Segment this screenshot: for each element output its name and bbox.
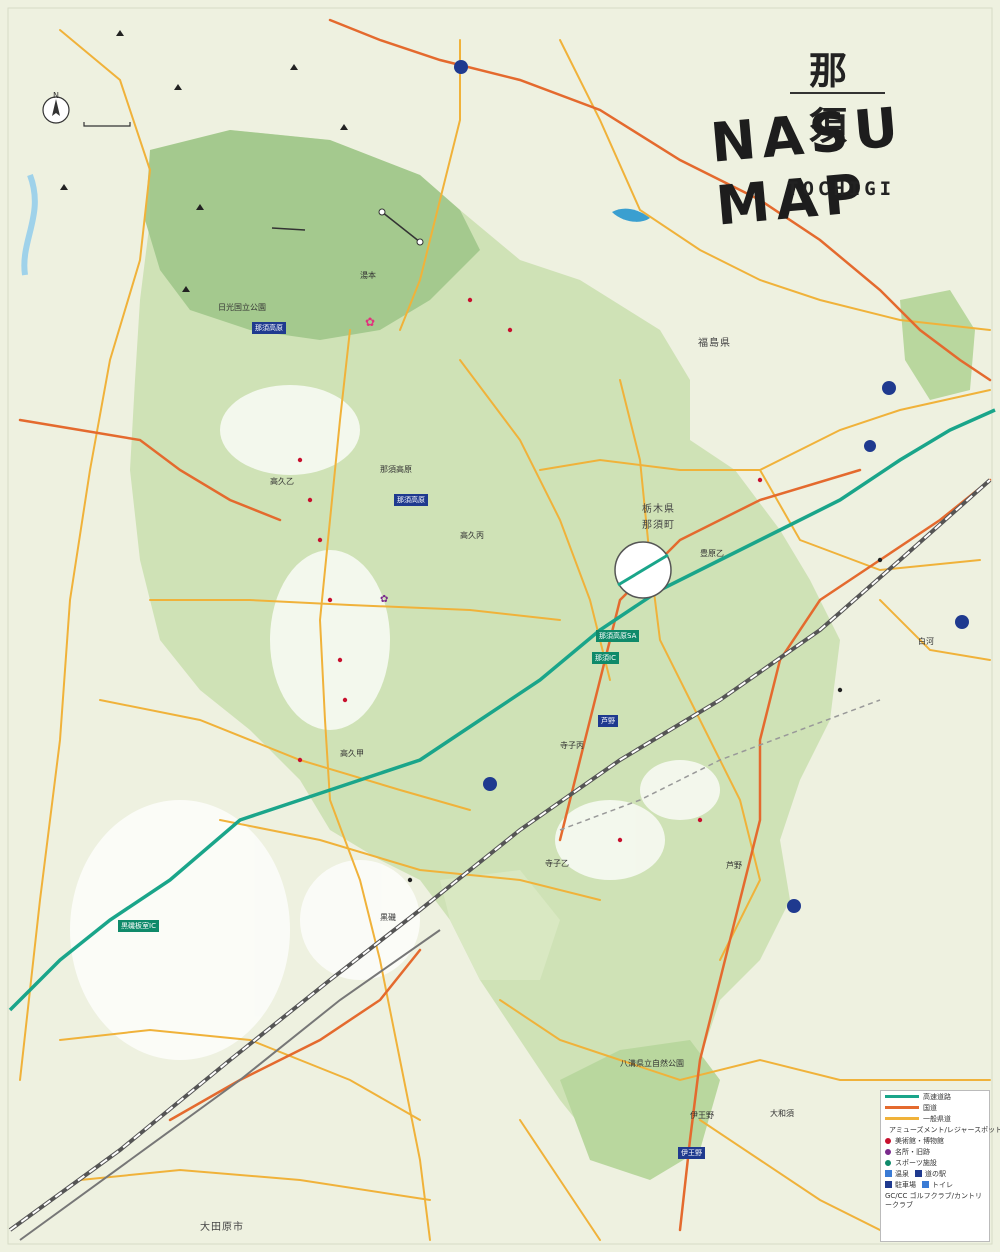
legend-label: 国道 bbox=[923, 1103, 937, 1112]
place-label: 福島県 bbox=[698, 338, 731, 349]
title-japanese: 那 須 bbox=[808, 49, 861, 148]
place-label: 栃木県 bbox=[642, 504, 675, 515]
map-legend: 高速道路 国道 一般県道 アミューズメント/レジャースポット 美術館・博物館 名… bbox=[880, 1090, 1000, 1242]
station-badge: 那須高原 bbox=[394, 494, 428, 506]
legend-landmark-dot bbox=[885, 1148, 891, 1155]
compass-letter: N bbox=[53, 91, 59, 100]
onsen-marker-2: ✿ bbox=[380, 594, 388, 605]
place-label: 伊王野 bbox=[690, 1111, 714, 1120]
sa-detail-road bbox=[617, 553, 669, 587]
legend-roadside-station-icon bbox=[915, 1170, 922, 1177]
place-label: 芦野 bbox=[726, 861, 742, 870]
legend-label: 美術館・博物館 bbox=[895, 1136, 944, 1145]
legend-toilet-icon bbox=[922, 1181, 929, 1188]
place-label: 黒磯 bbox=[380, 913, 396, 922]
tohoku-expressway bbox=[8, 408, 996, 1012]
title-underline bbox=[790, 92, 885, 94]
map-border bbox=[7, 7, 993, 1245]
legend-museum-dot bbox=[885, 1137, 891, 1144]
legend-onsen-icon bbox=[885, 1170, 892, 1177]
legend-row: 駐車場 トイレ bbox=[881, 1179, 989, 1190]
national-roads bbox=[18, 18, 992, 1232]
legend-row: スポーツ施設 bbox=[881, 1157, 989, 1168]
route-shields bbox=[454, 60, 969, 913]
legend-label: 駐車場 bbox=[895, 1180, 916, 1189]
compass-icon: N bbox=[42, 91, 70, 124]
ic-badge: 那須高原SA bbox=[596, 630, 640, 642]
green-patch-east bbox=[900, 290, 975, 400]
urban-areas bbox=[70, 385, 720, 1060]
place-label: 白河 bbox=[918, 637, 934, 646]
mountain-peaks bbox=[60, 30, 348, 292]
place-label: 湯本 bbox=[360, 271, 376, 280]
legend-row: 美術館・博物館 bbox=[881, 1135, 989, 1146]
legend-row: GC/CC ゴルフクラブ/カントリークラブ bbox=[881, 1190, 989, 1210]
lake-icon bbox=[612, 208, 650, 222]
legend-row: 名所・旧跡 bbox=[881, 1146, 989, 1157]
place-label: 寺子乙 bbox=[545, 859, 569, 868]
general-roads bbox=[19, 29, 991, 1241]
title-subtitle: TOCHIGI bbox=[787, 178, 896, 200]
place-label: 那須高原 bbox=[380, 465, 412, 474]
ic-badge: 黒磯板室IC bbox=[118, 920, 159, 932]
legend-sports-dot bbox=[885, 1159, 891, 1166]
legend-row: アミューズメント/レジャースポット bbox=[881, 1124, 1000, 1135]
ropeway-end-b bbox=[416, 238, 424, 246]
legend-label: 温泉 bbox=[895, 1169, 909, 1178]
place-label: 寺子丙 bbox=[560, 741, 584, 750]
place-label: 高久乙 bbox=[270, 477, 294, 486]
place-label: 那須町 bbox=[642, 520, 675, 531]
legend-row: 温泉 道の駅 bbox=[881, 1168, 989, 1179]
legend-label: 高速道路 bbox=[923, 1092, 951, 1101]
legend-label: 名所・旧跡 bbox=[895, 1147, 930, 1156]
place-label: 大田原市 bbox=[200, 1222, 244, 1233]
ropeway-end-a bbox=[378, 208, 386, 216]
place-label: 高久甲 bbox=[340, 749, 364, 758]
legend-parking-icon bbox=[885, 1181, 892, 1188]
legend-golf-note: GC/CC ゴルフクラブ/カントリークラブ bbox=[885, 1192, 983, 1209]
poi-markers bbox=[297, 297, 883, 883]
legend-expressway-swatch bbox=[885, 1095, 919, 1098]
green-patch-south bbox=[440, 870, 560, 980]
ic-badge: 那須IC bbox=[592, 652, 619, 664]
ropeway bbox=[381, 211, 421, 243]
place-label: 高久丙 bbox=[460, 531, 484, 540]
legend-row: 国道 bbox=[881, 1102, 989, 1113]
scale-bar-icon bbox=[83, 122, 131, 127]
onsen-marker: ✿ bbox=[365, 315, 375, 329]
legend-general-road-swatch bbox=[885, 1117, 919, 1120]
legend-row: 高速道路 bbox=[881, 1091, 989, 1102]
railways bbox=[8, 478, 992, 1241]
station-badge: 伊王野 bbox=[678, 1147, 705, 1159]
station-badge: 芦野 bbox=[598, 715, 618, 727]
yamizo-park-area bbox=[560, 1040, 720, 1180]
ropeway-west bbox=[271, 227, 306, 231]
legend-label: アミューズメント/レジャースポット bbox=[889, 1125, 1000, 1134]
legend-label: 一般県道 bbox=[923, 1114, 951, 1123]
place-label: 大和須 bbox=[770, 1109, 794, 1118]
national-park-area bbox=[145, 130, 480, 340]
place-label: 日光国立公園 bbox=[218, 303, 266, 312]
river-west bbox=[21, 173, 38, 276]
station-badge: 那須高原 bbox=[252, 322, 286, 334]
title-english: NASU MAP bbox=[708, 95, 907, 238]
legend-label: トイレ bbox=[932, 1180, 953, 1189]
legend-national-road-swatch bbox=[885, 1106, 919, 1109]
legend-row: 一般県道 bbox=[881, 1113, 989, 1124]
place-label: 八溝県立自然公園 bbox=[620, 1059, 684, 1068]
place-label: 豊原乙 bbox=[700, 549, 724, 558]
legend-label: スポーツ施設 bbox=[895, 1158, 937, 1167]
legend-label: 道の駅 bbox=[925, 1169, 946, 1178]
